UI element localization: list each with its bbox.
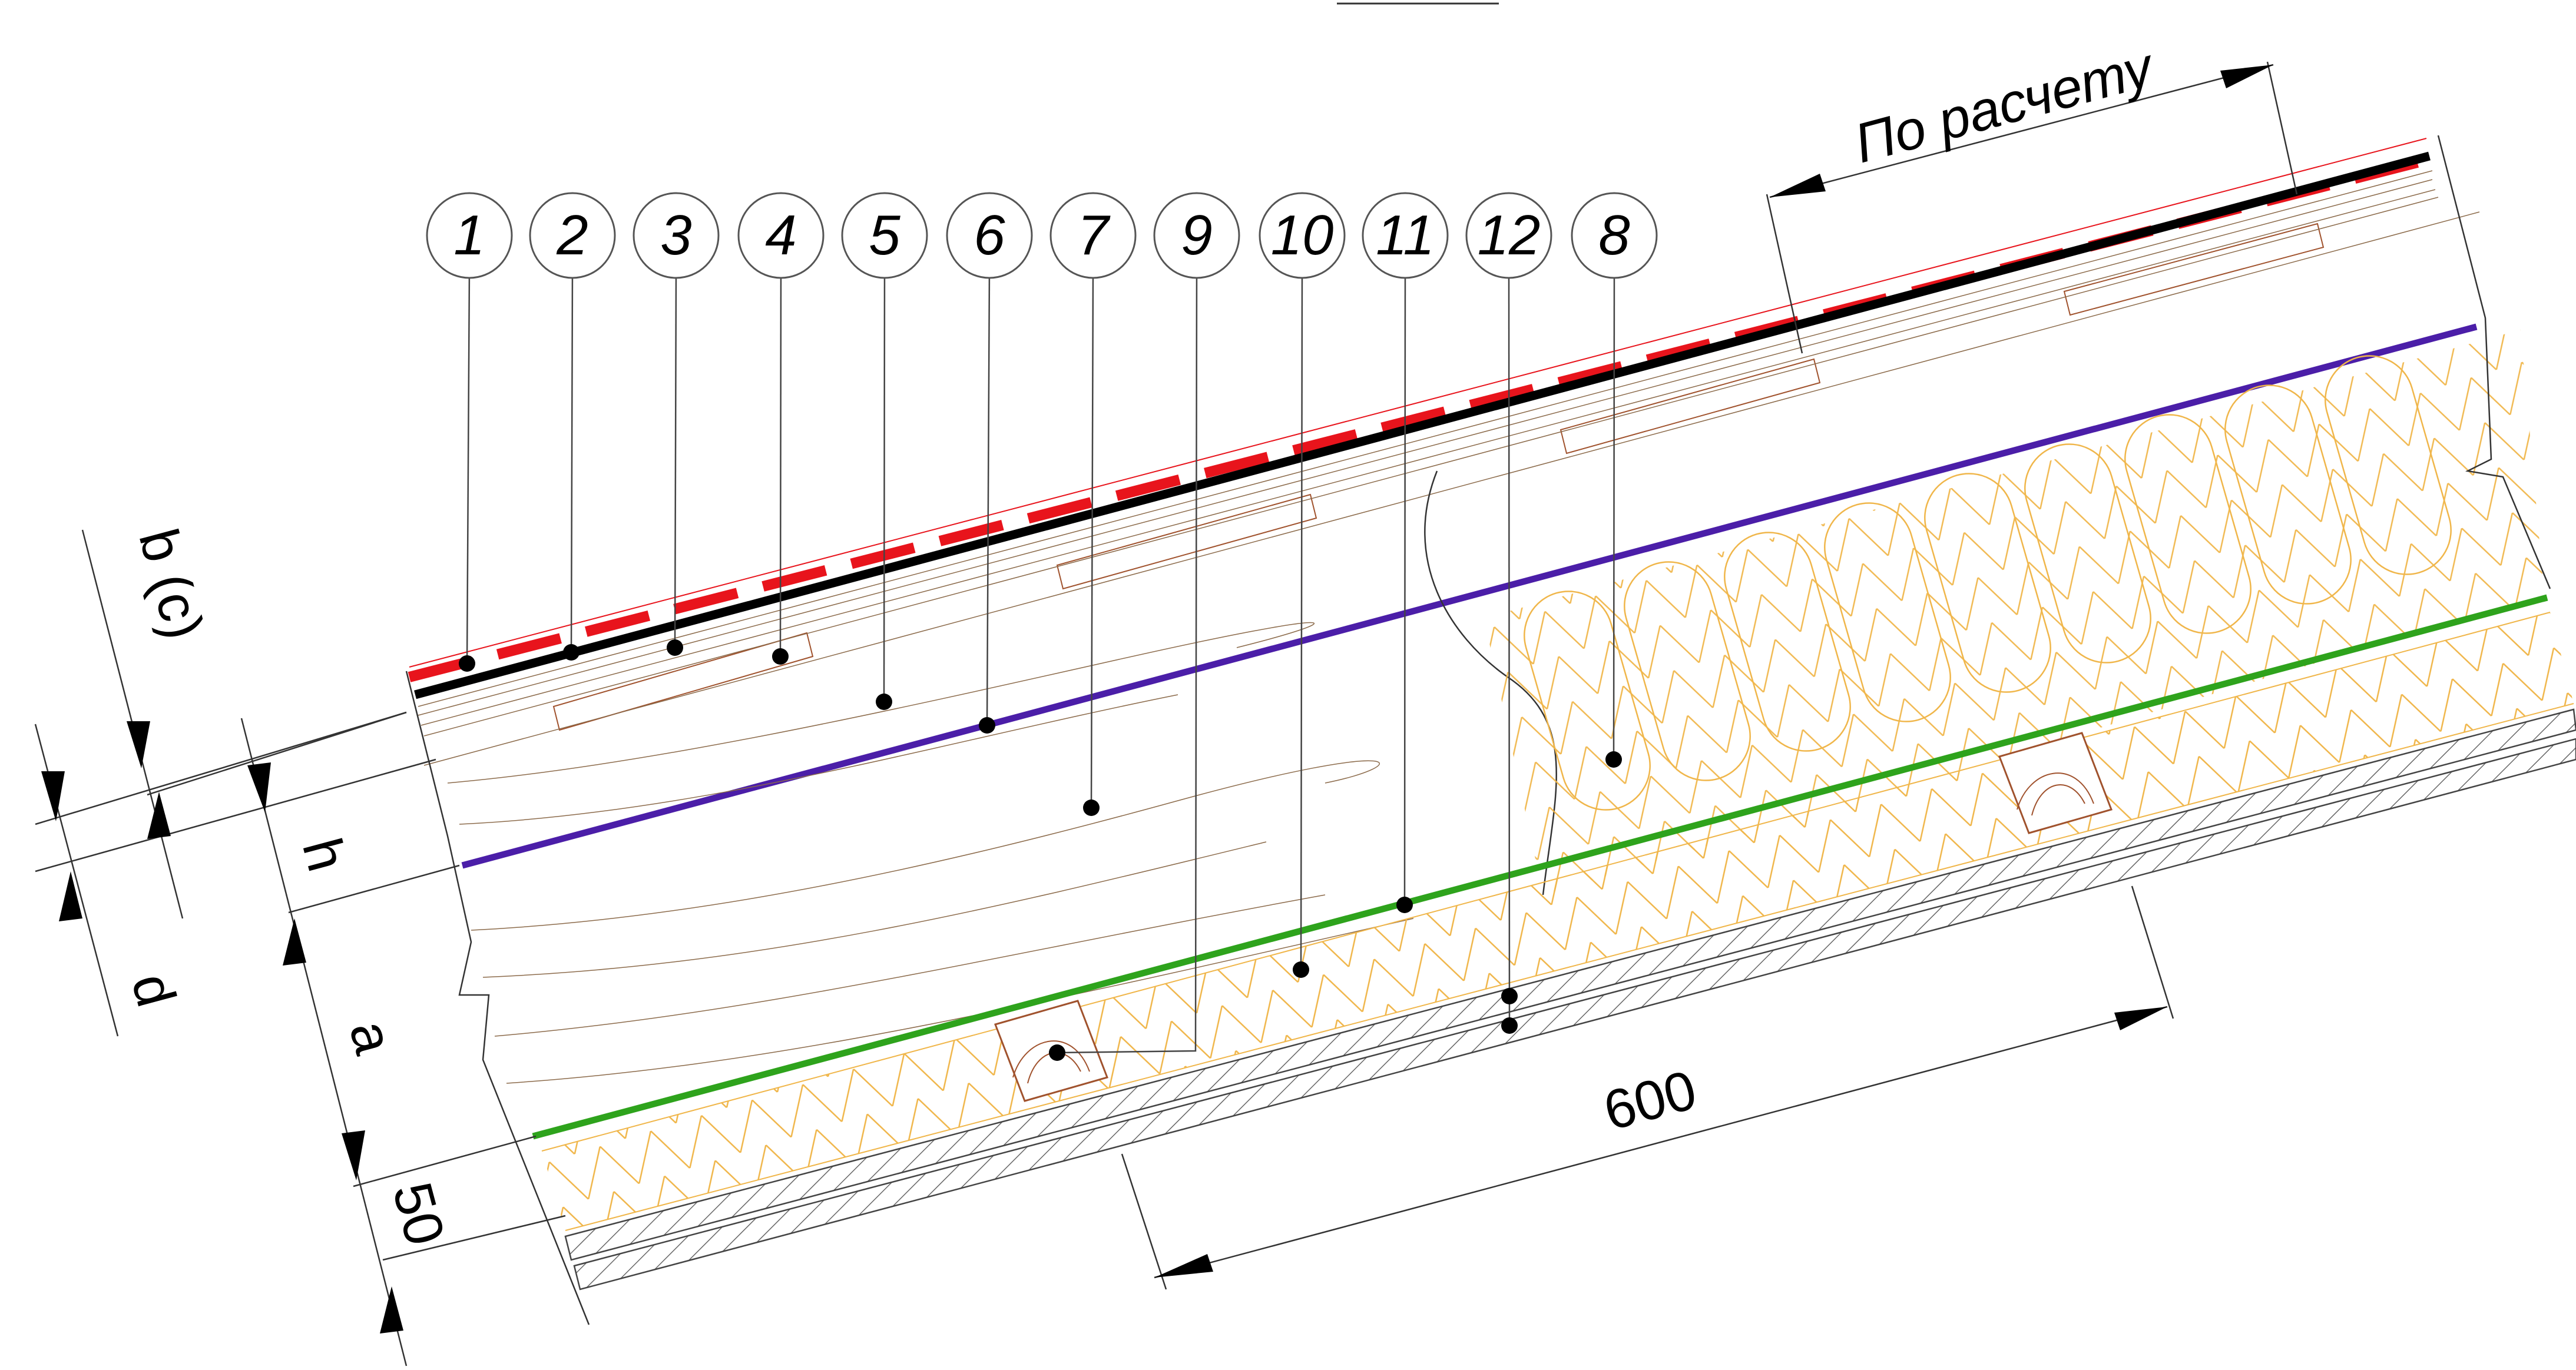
callout-5: 5 — [841, 192, 928, 279]
svg-text:3: 3 — [660, 204, 691, 267]
svg-text:12: 12 — [1478, 204, 1541, 267]
svg-text:1: 1 — [453, 204, 485, 267]
roof-layers — [405, 135, 2576, 1325]
svg-text:7: 7 — [1077, 204, 1111, 267]
callout-9: 9 — [1153, 192, 1240, 279]
roof-board-black-line — [414, 151, 2431, 699]
svg-text:11: 11 — [1376, 204, 1435, 267]
ceiling-hatch-1 — [564, 708, 2576, 1261]
svg-text:8: 8 — [1598, 204, 1630, 267]
vapor-barrier-green-line — [532, 594, 2548, 1140]
callout-12: 12 — [1465, 192, 1552, 279]
svg-text:10: 10 — [1271, 204, 1334, 267]
callout-4: 4 — [737, 192, 825, 279]
callout-6: 6 — [946, 192, 1033, 279]
svg-text:6: 6 — [974, 204, 1005, 267]
svg-text:600: 600 — [1597, 1059, 1703, 1142]
main-insulation — [1484, 330, 2544, 895]
svg-text:b (c): b (c) — [127, 522, 216, 645]
callout-10: 10 — [1259, 192, 1346, 279]
rafter-wood-grain — [447, 622, 1414, 1084]
svg-text:50: 50 — [381, 1176, 456, 1252]
svg-text:9: 9 — [1181, 204, 1212, 267]
svg-text:a: a — [338, 1014, 406, 1060]
svg-text:d: d — [120, 967, 188, 1013]
callout-11: 11 — [1362, 192, 1449, 279]
insulation-coils — [1524, 355, 2452, 811]
callout-8: 8 — [1571, 192, 1658, 279]
leader-dots — [459, 639, 1622, 1061]
callout-3: 3 — [633, 192, 720, 279]
callout-row: 1 2 3 4 5 6 7 9 10 11 12 8 — [426, 192, 1658, 279]
svg-text:По расчету: По расчету — [1848, 35, 2161, 175]
ceiling-hatch-2 — [573, 738, 2576, 1291]
callout-1: 1 — [426, 192, 513, 279]
left-edge — [405, 671, 590, 1325]
leader-lines — [466, 267, 1615, 1054]
membrane-purple-line — [461, 323, 2478, 869]
callout-2: 2 — [529, 192, 616, 279]
callout-7: 7 — [1049, 192, 1137, 279]
right-edge — [2437, 135, 2551, 589]
left-dimensions: b (c) d h a 50 — [34, 522, 566, 1366]
svg-text:2: 2 — [556, 204, 588, 267]
battens — [552, 223, 2325, 731]
svg-text:5: 5 — [869, 204, 900, 267]
svg-text:h: h — [291, 832, 359, 878]
svg-text:4: 4 — [765, 204, 796, 267]
